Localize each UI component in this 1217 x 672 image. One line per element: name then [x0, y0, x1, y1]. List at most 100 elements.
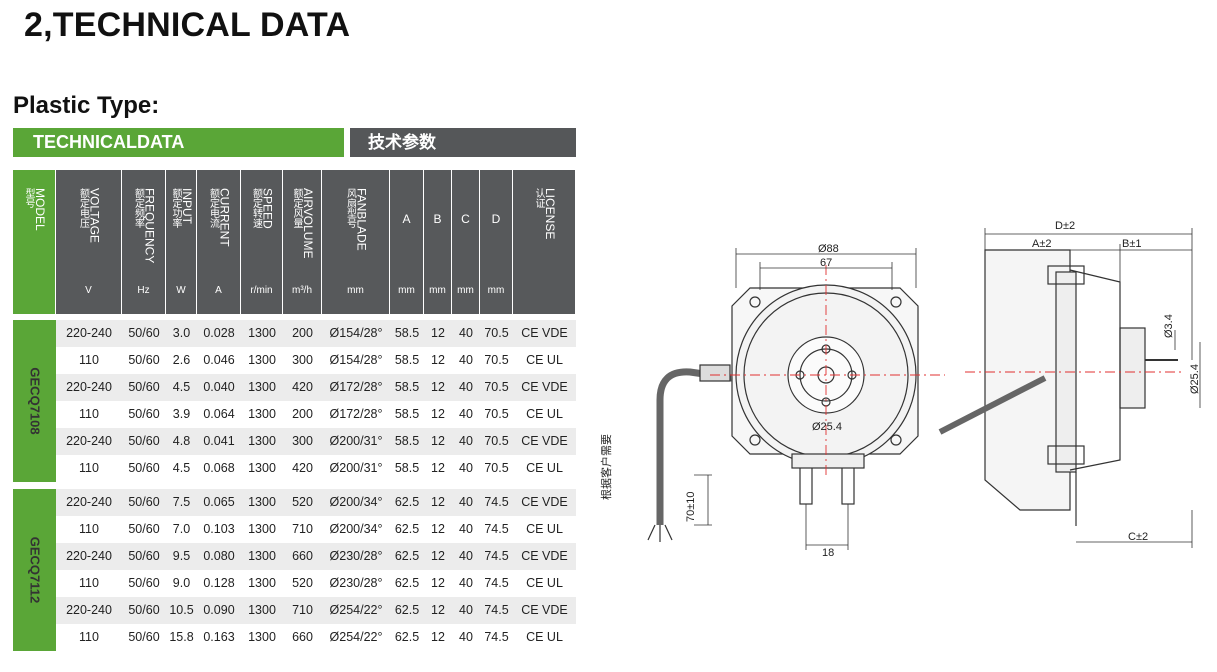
front-centerlines	[710, 265, 945, 475]
table-cell-current: 0.046	[203, 353, 235, 367]
table-cell-speed: 1300	[248, 603, 276, 617]
side-cable	[938, 375, 1047, 435]
dim-D: D±2	[1055, 220, 1075, 232]
table-cell-fanblade: Ø172/28°	[329, 407, 383, 421]
table-cell-license: CE VDE	[521, 549, 568, 563]
table-cell-frequency: 50/60	[128, 434, 160, 448]
column-header-cn: 额定电流	[207, 188, 219, 228]
table-cell-a: 58.5	[394, 407, 420, 421]
column-unit: A	[215, 285, 222, 296]
column-unit: r/min	[250, 285, 273, 296]
table-cell-frequency: 50/60	[128, 576, 160, 590]
table-cell-airvolume: 520	[292, 576, 313, 590]
table-cell-speed: 1300	[248, 380, 276, 394]
table-cell-input: 4.5	[172, 380, 191, 394]
side-housing	[1069, 269, 1121, 471]
table-cell-a: 58.5	[394, 380, 420, 394]
table-cell-b: 12	[431, 434, 445, 448]
table-cell-speed: 1300	[248, 576, 276, 590]
table-cell-speed: 1300	[248, 522, 276, 536]
table-cell-current: 0.068	[203, 461, 235, 475]
table-cell-d: 74.5	[484, 630, 509, 644]
table-cell-airvolume: 300	[292, 434, 313, 448]
dim-67: 67	[820, 257, 832, 269]
column-header-cn: 额定风量	[291, 188, 302, 228]
column-header-label: B	[433, 212, 442, 226]
table-cell-input: 7.5	[172, 495, 191, 509]
table-cell-airvolume: 660	[292, 630, 313, 644]
table-cell-fanblade: Ø200/34°	[329, 522, 383, 536]
column-header-en: INPUT	[180, 188, 194, 224]
model-group-cell: GECQ7108	[13, 320, 56, 482]
column-unit: mm	[429, 285, 446, 296]
table-cell-airvolume: 660	[292, 549, 313, 563]
column-header-cn: 额定频率	[132, 188, 144, 228]
table-cell-c: 40	[459, 407, 473, 421]
side-cap-bottom	[1047, 445, 1085, 465]
table-cell-a: 62.5	[394, 549, 420, 563]
table-cell-fanblade: Ø154/28°	[329, 353, 383, 367]
table-cell-b: 12	[431, 603, 445, 617]
column-header-en: FREQUENCY	[142, 188, 157, 264]
table-cell-input: 15.8	[169, 630, 194, 644]
column-header-en: SPEED	[260, 188, 275, 229]
table-cell-frequency: 50/60	[128, 326, 160, 340]
column-header-cn: 型号	[23, 188, 34, 208]
table-cell-input: 9.0	[172, 576, 191, 590]
table-cell-airvolume: 300	[292, 353, 313, 367]
side-cap-top	[1047, 265, 1085, 285]
table-cell-frequency: 50/60	[128, 380, 160, 394]
table-cell-fanblade: Ø254/22°	[329, 603, 383, 617]
table-cell-frequency: 50/60	[128, 495, 160, 509]
table-cell-b: 12	[431, 576, 445, 590]
table-cell-current: 0.040	[203, 380, 235, 394]
table-cell-c: 40	[459, 495, 473, 509]
banner-chinese: 技术参数	[350, 128, 576, 157]
table-cell-current: 0.028	[203, 326, 235, 340]
table-cell-frequency: 50/60	[128, 603, 160, 617]
column-unit: m³/h	[292, 285, 312, 296]
table-cell-d: 70.5	[484, 407, 509, 421]
column-header-en: AIRVOLUME	[301, 188, 315, 259]
table-cell-current: 0.103	[203, 522, 235, 536]
table-cell-fanblade: Ø200/34°	[329, 495, 383, 509]
column-unit: mm	[347, 285, 364, 296]
table-cell-c: 40	[459, 326, 473, 340]
cable-ends	[647, 524, 673, 542]
model-name: GECQ7112	[27, 536, 42, 604]
table-cell-airvolume: 200	[292, 407, 313, 421]
table-cell-current: 0.163	[203, 630, 235, 644]
table-cell-b: 12	[431, 549, 445, 563]
table-cell-voltage: 220-240	[66, 495, 112, 509]
motor-dimension-drawing: Ø88 67 Ø25.4 18 70±10 根据客户需要 D±2 A±2 B±1…	[600, 220, 1201, 559]
table-cell-a: 58.5	[394, 353, 420, 367]
table-cell-voltage: 110	[79, 522, 99, 536]
mount-screw	[749, 296, 761, 308]
table-cell-a: 62.5	[394, 495, 420, 509]
table-cell-input: 3.0	[172, 326, 191, 340]
table-cell-airvolume: 710	[292, 522, 313, 536]
banner-technicaldata: TECHNICALDATA	[13, 128, 344, 157]
table-cell-speed: 1300	[248, 407, 276, 421]
table-cell-frequency: 50/60	[128, 461, 160, 475]
table-cell-current: 0.128	[203, 576, 235, 590]
table-cell-b: 12	[431, 407, 445, 421]
table-cell-speed: 1300	[248, 461, 276, 475]
column-unit: mm	[487, 285, 505, 296]
